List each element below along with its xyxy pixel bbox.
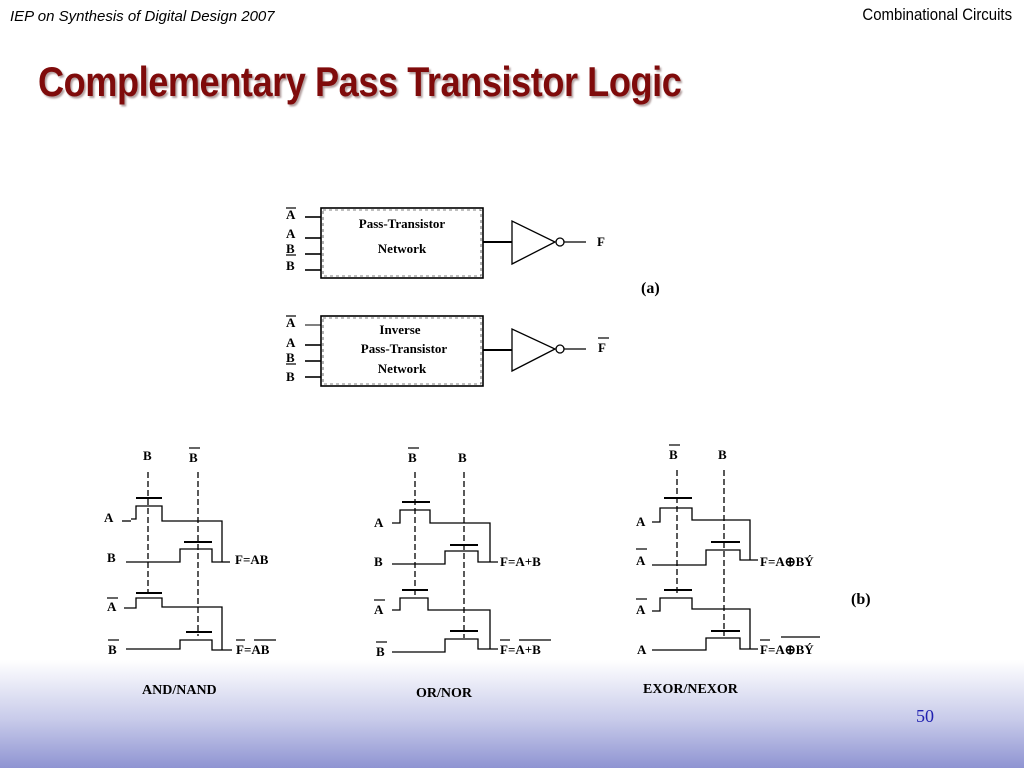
and-in-b-bar: B bbox=[108, 642, 117, 657]
and-nand-circuit: B B bbox=[122, 447, 232, 651]
and-col-b: B bbox=[143, 448, 152, 463]
or-in-a-bar: A bbox=[374, 602, 384, 617]
exor-out-bottom: F=A⊕BÝ bbox=[760, 642, 814, 657]
and-caption: AND/NAND bbox=[142, 683, 217, 698]
exor-in-a-2: A bbox=[637, 642, 647, 657]
exor-out-top: F=A⊕BÝ bbox=[760, 554, 814, 569]
bottom-block-inputs: A A B B bbox=[286, 315, 296, 384]
exor-in-a: A bbox=[636, 514, 646, 529]
or-caption: OR/NOR bbox=[416, 686, 473, 701]
top-block-inputs: A A B B bbox=[286, 207, 296, 273]
or-col-b-bar: B bbox=[408, 450, 417, 465]
exor-nexor-circuit: B B bbox=[652, 444, 758, 651]
top-output-f: F bbox=[597, 234, 605, 249]
input-a: A bbox=[286, 335, 296, 350]
label-a: (a) bbox=[641, 280, 660, 297]
pass-transistor-block bbox=[305, 207, 586, 279]
slide-title: Complementary Pass Transistor Logic bbox=[38, 58, 682, 105]
and-in-a-bar: A bbox=[107, 599, 117, 614]
or-nor-circuit: B B bbox=[392, 447, 498, 653]
input-a: A bbox=[286, 226, 296, 241]
exor-in-a-bar: A bbox=[636, 553, 646, 568]
top-block-line2: Network bbox=[378, 241, 427, 256]
exor-in-a-bar-2: A bbox=[636, 602, 646, 617]
or-col-b: B bbox=[458, 450, 467, 465]
exor-caption: EXOR/NEXOR bbox=[643, 682, 739, 697]
label-b: (b) bbox=[851, 591, 871, 608]
and-out-bottom: F=AB bbox=[236, 642, 270, 657]
bottom-block-line1: Inverse bbox=[379, 322, 420, 337]
and-out-top: F=AB bbox=[235, 552, 269, 567]
inverse-pass-transistor-block bbox=[305, 315, 586, 387]
top-block-line1: Pass-Transistor bbox=[359, 216, 446, 231]
and-in-a: A bbox=[104, 510, 114, 525]
or-in-b-bar: B bbox=[376, 644, 385, 659]
footer-gradient bbox=[0, 660, 1024, 768]
or-out-top: F=A+B bbox=[500, 554, 541, 569]
input-b: B bbox=[286, 258, 295, 273]
exor-col-b-bar: B bbox=[669, 447, 678, 462]
input-b-bar: B bbox=[286, 350, 295, 365]
input-a-bar: A bbox=[286, 315, 296, 330]
and-col-b-bar: B bbox=[189, 450, 198, 465]
exor-col-b: B bbox=[718, 447, 727, 462]
or-in-a: A bbox=[374, 515, 384, 530]
course-title: IEP on Synthesis of Digital Design 2007 bbox=[10, 8, 275, 25]
and-in-b: B bbox=[107, 550, 116, 565]
page-number: 50 bbox=[916, 706, 934, 726]
bottom-block-line2: Pass-Transistor bbox=[361, 341, 448, 356]
input-b: B bbox=[286, 369, 295, 384]
bottom-block-line3: Network bbox=[378, 361, 427, 376]
input-b-bar: B bbox=[286, 241, 295, 256]
or-out-bottom: F=A+B bbox=[500, 642, 541, 657]
section-title: Combinational Circuits bbox=[862, 5, 1012, 24]
or-in-b: B bbox=[374, 554, 383, 569]
bottom-output-f-bar: F bbox=[598, 340, 606, 355]
input-a-bar: A bbox=[286, 207, 296, 222]
